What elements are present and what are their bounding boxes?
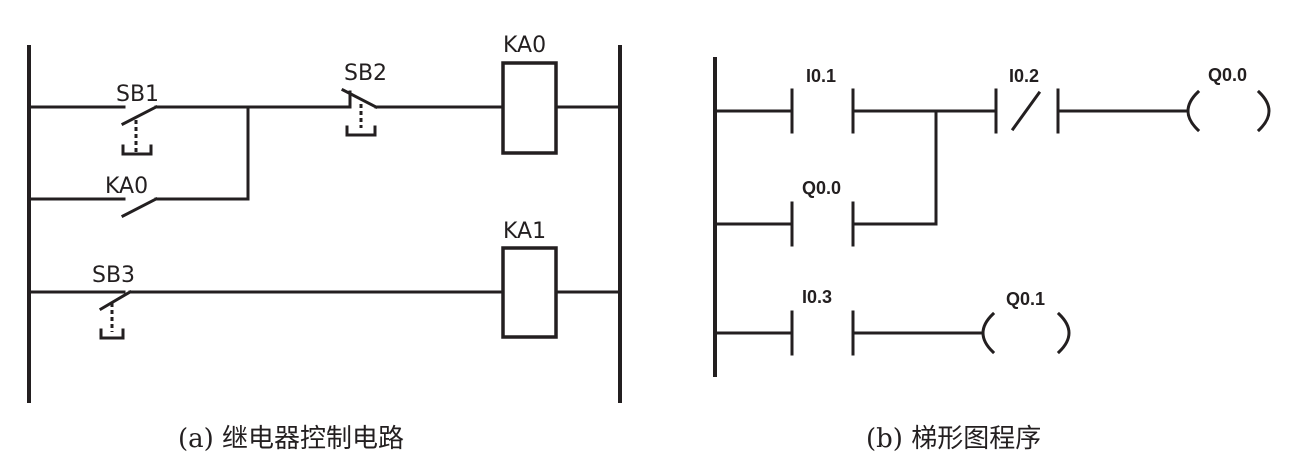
pushbutton-icon (345, 125, 377, 137)
contact-blade (340, 87, 379, 110)
ka0-no-contact: KA0 (105, 174, 159, 219)
sb1-label: SB1 (116, 82, 159, 107)
contact-blade (120, 104, 159, 127)
coil-box (501, 246, 558, 339)
ka1-coil-label: KA1 (503, 219, 546, 244)
contact-stop (338, 90, 352, 109)
ladder-program: I0.1 I0.2 Q0.0 Q0.0 (713, 57, 1271, 377)
ka0-coil-label: KA0 (503, 33, 546, 58)
coil-left-paren (1186, 89, 1201, 133)
q00-coil-label: Q0.0 (1208, 65, 1247, 85)
i03-no-contact: I0.3 (790, 287, 855, 356)
ka0-contact-label: KA0 (105, 174, 148, 199)
pushbutton-icon (99, 328, 125, 340)
coil-right-paren (1256, 89, 1271, 133)
ka0-relay-coil: KA0 (501, 33, 558, 155)
coil-box (501, 61, 558, 155)
relay-circuit: SB1 SB2 KA0 KA0 (27, 33, 622, 403)
sb3-label: SB3 (92, 263, 135, 288)
sb2-label: SB2 (344, 61, 387, 86)
q00-contact-label: Q0.0 (802, 178, 841, 198)
caption-relay-circuit: (a) 继电器控制电路 (178, 424, 405, 454)
pushbutton-icon (121, 144, 153, 156)
q00-output-coil: Q0.0 (1186, 65, 1271, 133)
sb3-pushbutton-contact: SB3 (92, 263, 135, 340)
contact-blade (98, 289, 133, 312)
q01-output-coil: Q0.1 (981, 289, 1071, 355)
ka0-hold-branch: KA0 (27, 105, 250, 219)
sb1-pushbutton-contact: SB1 (116, 82, 159, 156)
i01-label: I0.1 (806, 66, 836, 86)
coil-left-paren (981, 311, 996, 355)
rung-2: SB3 KA1 (27, 219, 622, 340)
sb2-pushbutton-nc-contact: SB2 (338, 61, 387, 137)
rung-1: SB1 SB2 KA0 (27, 33, 622, 156)
i02-nc-contact: I0.2 (994, 66, 1060, 134)
wire (851, 109, 938, 226)
network-2: I0.3 Q0.1 (713, 287, 1071, 356)
i02-label: I0.2 (1009, 66, 1039, 86)
q00-hold-branch: Q0.0 (713, 109, 938, 247)
q01-coil-label: Q0.1 (1006, 289, 1045, 309)
network-1: I0.1 I0.2 Q0.0 (713, 65, 1271, 134)
contact-blade-hidden (100, 292, 128, 309)
contact-blade (120, 196, 159, 219)
caption-ladder-program: (b) 梯形图程序 (866, 424, 1042, 454)
ka1-relay-coil: KA1 (501, 219, 558, 339)
wire (154, 105, 250, 201)
i03-label: I0.3 (802, 287, 832, 307)
contact-slash (1010, 90, 1042, 132)
coil-right-paren (1056, 311, 1071, 355)
i01-no-contact: I0.1 (790, 66, 855, 134)
q00-no-contact: Q0.0 (790, 178, 855, 247)
